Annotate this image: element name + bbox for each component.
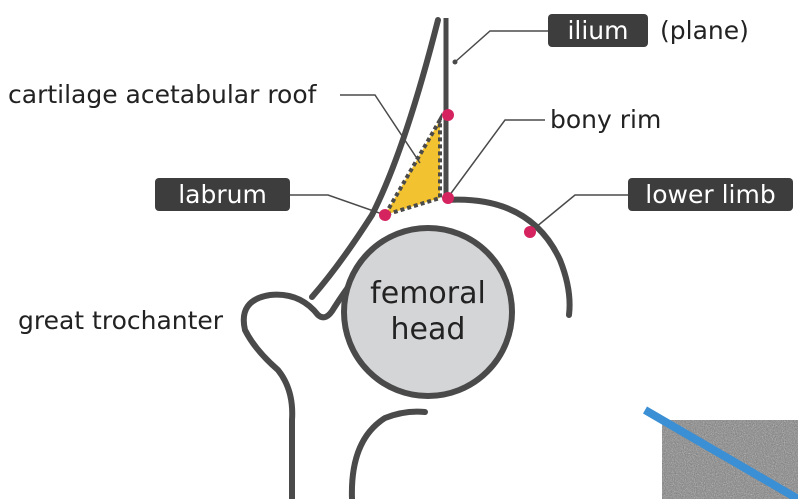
marker-bony-rim bbox=[442, 192, 454, 204]
marker-roof-top bbox=[442, 109, 454, 121]
cartilage-label: cartilage acetabular roof bbox=[8, 80, 316, 110]
labrum-tag: labrum bbox=[155, 178, 290, 211]
plane-label: (plane) bbox=[660, 16, 749, 46]
bony-rim-label: bony rim bbox=[550, 105, 661, 135]
ultrasound-inset bbox=[645, 410, 798, 499]
leader-ilium bbox=[455, 31, 548, 62]
femoral-head-line2: head bbox=[358, 312, 498, 348]
leader-lower-limb bbox=[530, 195, 628, 232]
ilium-point bbox=[453, 60, 458, 65]
femoral-head-label: femoral head bbox=[358, 276, 498, 348]
marker-lower-limb bbox=[524, 226, 536, 238]
femoral-neck-outline bbox=[352, 412, 425, 499]
ilium-tag: ilium bbox=[548, 14, 648, 47]
marker-labrum bbox=[379, 209, 391, 221]
great-trochanter-label: great trochanter bbox=[18, 306, 223, 336]
femoral-head-line1: femoral bbox=[358, 276, 498, 312]
leader-bony-rim bbox=[449, 120, 545, 196]
lower-limb-tag: lower limb bbox=[628, 178, 793, 211]
